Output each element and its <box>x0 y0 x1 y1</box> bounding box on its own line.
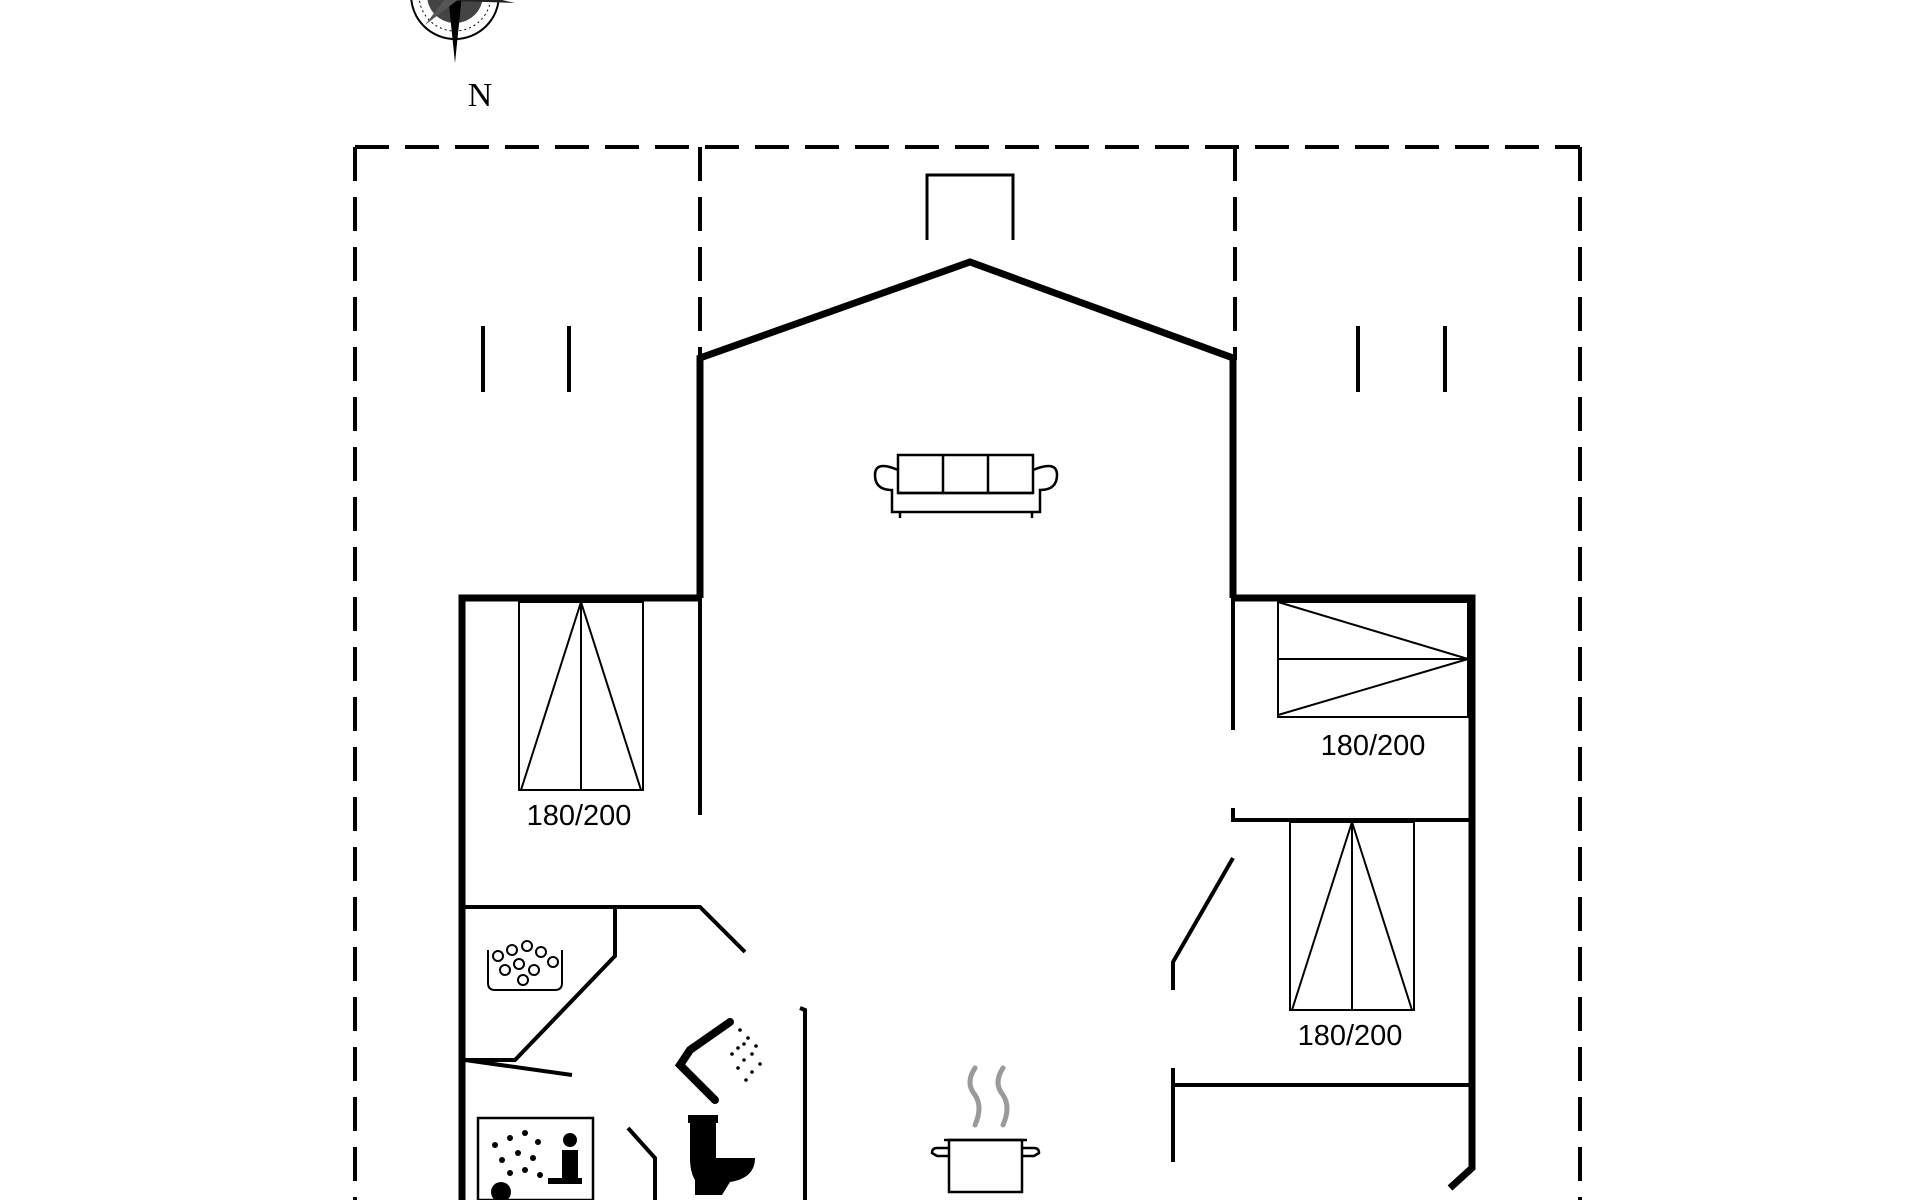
bed-right-bottom <box>1289 821 1415 1011</box>
bed-size-label-right-bottom: 180/200 <box>1298 1020 1403 1052</box>
sauna-icon <box>476 1116 595 1200</box>
outdoor-posts <box>481 326 1447 392</box>
north-label: N <box>468 77 493 114</box>
bed-size-label-left: 180/200 <box>527 800 632 832</box>
sofa-icon <box>873 453 1059 518</box>
bed-right-top <box>1277 601 1469 718</box>
terrace-outline <box>353 145 1582 1200</box>
toilet-icon <box>688 1115 755 1195</box>
interior-walls <box>462 598 1472 1200</box>
exterior-walls <box>458 258 1476 1200</box>
cooking-pot-icon <box>930 1065 1041 1194</box>
whirlpool-icon <box>487 940 563 991</box>
compass-rose-icon <box>410 0 515 63</box>
chimney <box>925 173 1015 240</box>
bed-size-label-right-top: 180/200 <box>1321 730 1426 762</box>
shower-icon <box>674 1018 762 1104</box>
bed-left <box>518 601 644 791</box>
